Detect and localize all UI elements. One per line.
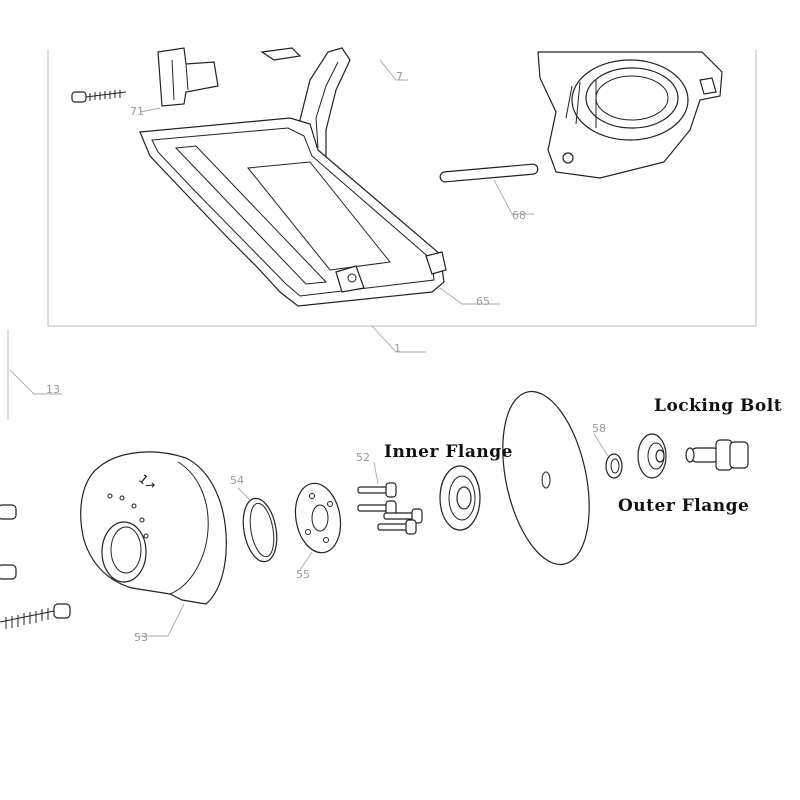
callout-54: 54 <box>230 474 244 487</box>
base-plate-part <box>139 117 447 307</box>
mounting-plate-part <box>294 482 342 554</box>
screw-part <box>71 90 127 103</box>
callout-7: 7 <box>396 70 403 83</box>
callout-71: 71 <box>130 105 144 118</box>
assembly-frame <box>7 50 757 420</box>
left-screws-part <box>0 504 71 629</box>
inner-flange-part <box>439 465 481 531</box>
inner-flange-label: Inner Flange <box>384 442 513 462</box>
locking-bolt-part <box>685 439 749 471</box>
motor-housing-part <box>537 51 723 179</box>
leader-lines <box>9 59 609 637</box>
bracket-part <box>157 47 219 107</box>
outer-flange-label: Outer Flange <box>618 496 749 516</box>
washer-part <box>605 453 623 479</box>
outer-flange-part <box>637 433 667 479</box>
ring-part <box>242 497 278 563</box>
callout-55: 55 <box>296 568 310 581</box>
callout-53: 53 <box>134 631 148 644</box>
locking-bolt-label: Locking Bolt <box>654 396 782 416</box>
screws-52-part <box>357 482 423 535</box>
callout-68: 68 <box>512 209 526 222</box>
callout-58: 58 <box>592 422 606 435</box>
callout-1: 1 <box>394 342 401 355</box>
pin-part <box>439 163 539 183</box>
callout-52: 52 <box>356 451 370 464</box>
callout-13: 13 <box>46 383 60 396</box>
cutting-disc-part <box>502 390 590 566</box>
callout-65: 65 <box>476 295 490 308</box>
wheel-guard-part: 1↗ <box>80 451 227 605</box>
